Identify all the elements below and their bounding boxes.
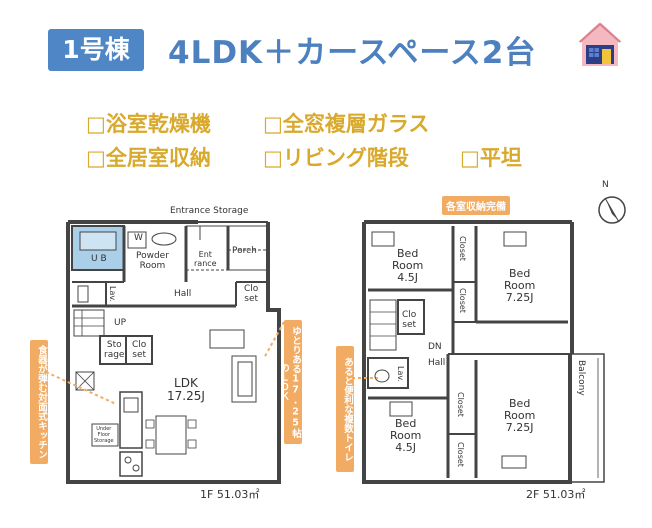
- feature-living-stairs: □リビング階段: [263, 146, 409, 170]
- feature-bath-dryer: □浴室乾燥機: [86, 112, 211, 136]
- label-porch: Porch: [232, 246, 257, 256]
- label-unit-bath: U B: [91, 254, 107, 264]
- callout-storage-note: 各室収納完備: [442, 196, 510, 215]
- feature-flat-land: □平坦: [460, 146, 522, 170]
- label-closet-b: Closet: [458, 288, 467, 313]
- label-entrance-storage: Entrance Storage: [170, 206, 249, 216]
- label-stairs-up: UP: [114, 318, 127, 328]
- label-stairs-down: DN: [428, 342, 442, 352]
- label-lavatory-2f: Lav.: [396, 366, 405, 383]
- callout-toilet-pointer: [352, 377, 378, 379]
- callout-kitchen: 食器が弾む対面式キッチン: [30, 340, 48, 464]
- label-closet-d: Closet: [456, 392, 465, 417]
- label-lavatory-1f: Lav.: [108, 286, 117, 303]
- label-area-1f: 1F 51.03㎡: [200, 488, 260, 501]
- label-hall-1f: Hall: [174, 289, 192, 299]
- label-washer: W: [134, 233, 143, 243]
- feature-double-glazing: □全窓複層ガラス: [263, 112, 430, 136]
- callout-living-pointer: [263, 321, 285, 359]
- compass-icon: [598, 196, 626, 224]
- label-balcony: Balcony: [576, 360, 586, 396]
- label-hall-2f: Hall: [428, 358, 446, 368]
- label-closet-e: Closet: [456, 442, 465, 467]
- house-icon: [578, 22, 622, 66]
- label-area-2f: 2F 51.03㎡: [526, 488, 586, 501]
- compass-north-label: N: [602, 180, 609, 190]
- floor-plan-1f: [66, 220, 281, 484]
- label-closet-a: Closet: [458, 236, 467, 261]
- building-number-badge: 1号棟: [48, 29, 144, 71]
- callout-kitchen-pointer: [45, 371, 117, 405]
- callout-living: ゆとりある17.25帖のＬＤＫ: [278, 320, 302, 444]
- floor-plan-2f: [362, 220, 605, 484]
- feature-all-room-storage: □全居室収納: [86, 146, 211, 170]
- layout-headline: 4LDK＋カースペース2台: [168, 35, 537, 71]
- callout-toilet: あると便利な複数トイレ: [336, 346, 354, 472]
